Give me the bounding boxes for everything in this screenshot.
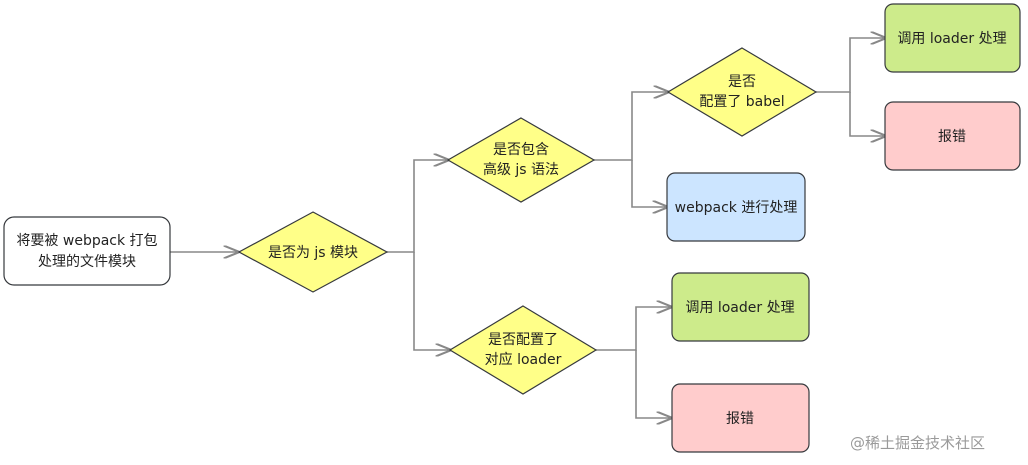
edge-has-adv-to-webpack (631, 160, 667, 207)
edge-has-loader-to-loader (596, 307, 671, 351)
error-2-node (671, 383, 810, 453)
webpack-proc-node (666, 172, 806, 242)
watermark: @稀土掘金技术社区 (850, 434, 986, 452)
call-loader-1-node (884, 3, 1021, 73)
is-js-label: 是否为 js 模块 (268, 245, 358, 261)
has-loader-label-2: 对应 loader (485, 351, 562, 368)
has-adv-label-2: 高级 js 语法 (483, 161, 559, 178)
start-node (3, 216, 171, 286)
is-js-decision (237, 211, 389, 293)
has-adv-label-1: 是否包含 (493, 142, 549, 158)
call-loader-2-node (671, 272, 810, 342)
start-label-2: 处理的文件模块 (38, 254, 136, 270)
error-1-node (884, 101, 1021, 171)
edge-has-babel-to-loader (816, 38, 885, 93)
has-babel-decision (666, 47, 818, 137)
edges (170, 38, 885, 418)
webpack-proc-label: webpack 进行处理 (675, 200, 798, 216)
start-label-1: 将要被 webpack 打包 (16, 232, 157, 249)
edge-is-js-to-has-loader (413, 252, 450, 350)
error-1-label: 报错 (938, 129, 966, 145)
has-loader-label-1: 是否配置了 (488, 332, 558, 348)
edge-has-adv-to-has-babel (594, 92, 668, 161)
edge-has-loader-to-error (635, 350, 671, 418)
has-babel-label-2: 配置了 babel (699, 94, 784, 110)
edge-is-js-to-has-adv (387, 160, 448, 253)
has-loader-decision (448, 305, 598, 395)
call-loader-1-label: 调用 loader 处理 (897, 31, 1006, 47)
has-babel-label-1: 是否 (728, 74, 756, 90)
has-adv-decision (446, 117, 596, 203)
edge-has-babel-to-error (849, 92, 885, 136)
call-loader-2-label: 调用 loader 处理 (685, 300, 794, 316)
error-2-label: 报错 (726, 411, 754, 427)
